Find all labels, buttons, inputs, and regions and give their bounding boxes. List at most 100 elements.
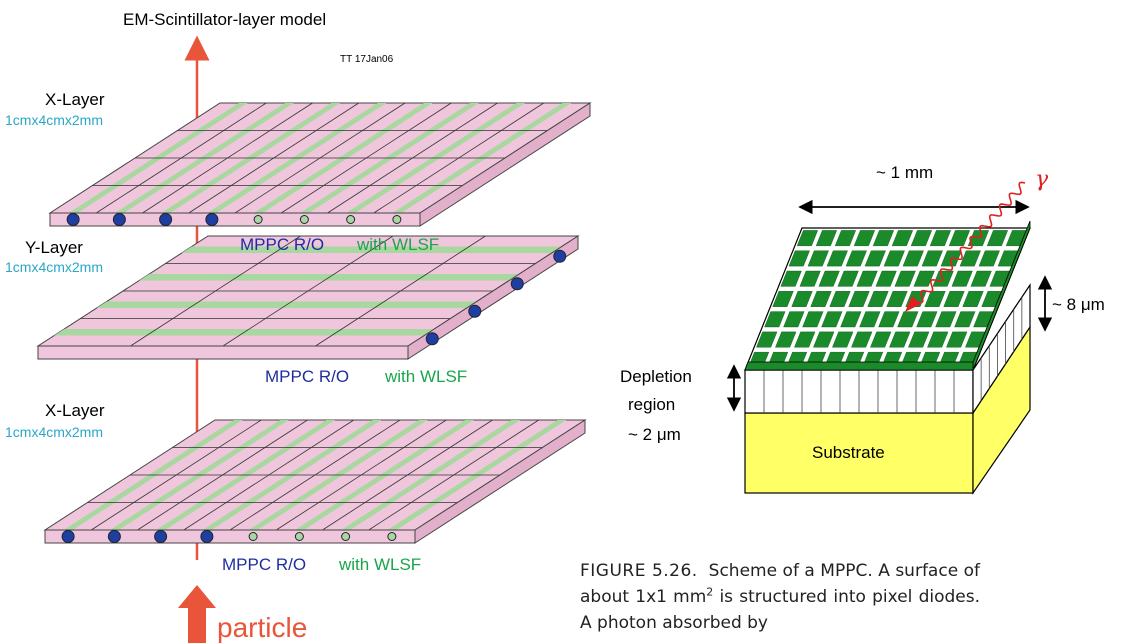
pixel-diode (826, 250, 848, 267)
pixel-diode (829, 291, 851, 307)
pixel-diode (788, 250, 810, 267)
scintillator-layer-model: EM-Scintillator-layer model TT 17Jan06 X… (5, 10, 592, 643)
fiber-end (253, 215, 263, 224)
mppc-sensor (159, 213, 173, 226)
pixel-diode (802, 311, 824, 328)
depletion-pixel-lines (763, 370, 955, 413)
pixel-diode (897, 311, 919, 328)
pixel-diode (851, 331, 873, 348)
pixel-diode (970, 270, 992, 287)
particle-arrow (178, 585, 216, 643)
caption-text: Scheme of a MPPC. A surface of about 1x1… (580, 561, 981, 607)
photon-wave (916, 181, 1026, 304)
mppc-sensor (553, 249, 567, 263)
pixel-diode (775, 331, 797, 348)
depletion-side-lines (980, 297, 1023, 401)
substrate-front (744, 412, 974, 494)
mppc-sensor (107, 530, 121, 543)
pixel-diode (864, 250, 886, 267)
pixel-diode (946, 331, 968, 348)
substrate-label: Substrate (812, 443, 885, 462)
mppc-sensor (200, 530, 214, 543)
layer-side-face (414, 419, 586, 544)
caption-text-continued: is structured into pixel diodes. A photo… (580, 587, 981, 633)
layer-front-face (49, 212, 421, 227)
pixel-diode (813, 331, 835, 348)
pixel-diode (780, 270, 802, 287)
fiber-end (341, 532, 351, 541)
photon-arrowhead (905, 296, 921, 312)
fiber-end (392, 215, 402, 224)
pixel-diode (834, 230, 857, 247)
layer-label: X-Layer (45, 401, 105, 420)
readout-label: MPPC R/O (240, 235, 324, 254)
pixel-diode (902, 250, 924, 267)
pixel-diode (872, 230, 895, 247)
pixel-diode (818, 270, 840, 287)
fiber-label: with WLSF (356, 235, 439, 254)
pixel-front-strip (744, 361, 974, 371)
mppc-sensor (61, 530, 75, 543)
pixel-diode (832, 331, 854, 348)
layer-label: X-Layer (45, 90, 105, 109)
layer-front-face (37, 345, 409, 360)
mppc-sensor (154, 530, 168, 543)
pixel-diode (756, 331, 778, 348)
pixel-diode (856, 270, 878, 287)
y-layer (36, 235, 580, 360)
mppc-sensor (112, 213, 126, 226)
layer-label: Y-Layer (25, 238, 83, 257)
mppc-sensor (510, 277, 524, 291)
fiber-end (299, 215, 309, 224)
pixel-diode (772, 291, 794, 307)
fiber-end (387, 532, 397, 541)
pixel-diode (924, 291, 946, 307)
pixel-diode (908, 331, 930, 348)
fiber-end (346, 215, 356, 224)
pixel-diode (764, 311, 786, 328)
pixel-diode (910, 230, 933, 247)
width-label: ~ 1 mm (876, 163, 933, 182)
pixel-diode (796, 230, 819, 247)
pixel-diode (986, 230, 1009, 247)
readout-label: MPPC R/O (222, 555, 306, 574)
pixel-diode (875, 270, 897, 287)
mppc-sensor (425, 332, 439, 346)
layer-dims: 1cmx4cmx2mm (5, 112, 103, 128)
depletion-side (972, 283, 1031, 415)
pixel-diode (859, 311, 881, 328)
fiber-label: with WLSF (338, 555, 421, 574)
pixel-diode (891, 230, 914, 247)
readout-label: MPPC R/O (265, 367, 349, 386)
figure-caption: FIGURE 5.26. Scheme of a MPPC. A surface… (580, 558, 980, 636)
figure-number: FIGURE 5.26. (580, 561, 698, 581)
pixel-diode (815, 230, 838, 247)
pixel-diode (883, 250, 905, 267)
pixel-diode (853, 230, 876, 247)
fiber-end (248, 532, 258, 541)
thickness-label: ~ 8 μm (1052, 295, 1105, 314)
pixel-diode (935, 311, 957, 328)
fiber-label: with WLSF (384, 367, 467, 386)
pixel-diode (867, 291, 889, 307)
pixel-diode (894, 270, 916, 287)
author-date: TT 17Jan06 (340, 54, 394, 65)
pixel-diode (810, 291, 832, 307)
pixel-diode (807, 250, 829, 267)
x-layer-bottom (43, 419, 587, 544)
diagram-title: EM-Scintillator-layer model (123, 10, 326, 29)
layer-side-face (419, 102, 591, 227)
pixel-diode (821, 311, 843, 328)
pixel-diode (954, 311, 976, 328)
mppc-sensor (205, 213, 219, 226)
pixel-diode (845, 250, 867, 267)
depletion-label: region (628, 395, 675, 414)
pixel-diode (913, 270, 935, 287)
mppc-sensor (468, 304, 482, 318)
caption-superscript: 2 (706, 585, 714, 599)
pixel-diode (878, 311, 900, 328)
pixel-diode (799, 270, 821, 287)
pixel-diode (978, 250, 1000, 267)
pixel-diode (959, 250, 981, 267)
x-layer-top (48, 102, 592, 227)
